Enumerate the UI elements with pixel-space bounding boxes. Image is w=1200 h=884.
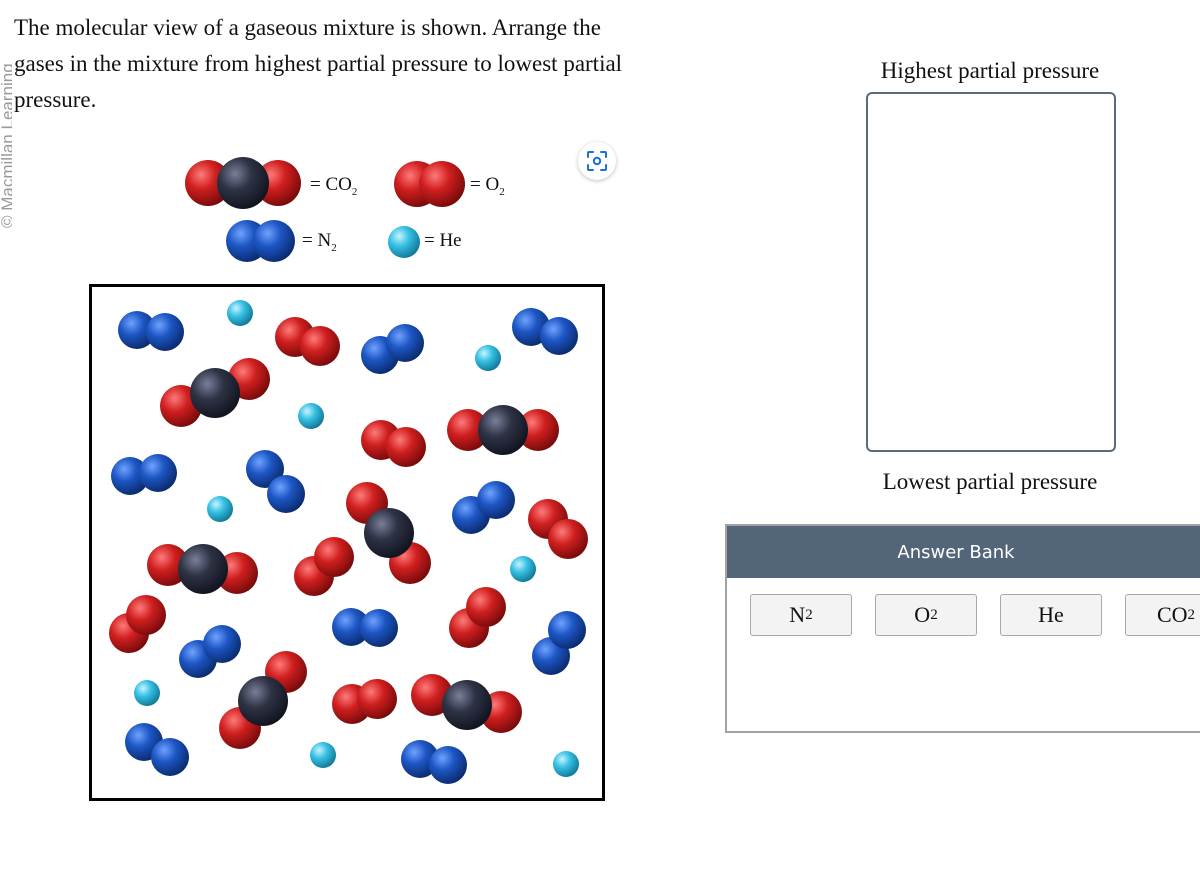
answer-bank-header: Answer Bank [727, 526, 1200, 578]
n2-molecule [118, 311, 184, 351]
he-atom [207, 496, 233, 522]
legend-o2-molecule [394, 161, 465, 207]
o2-molecule [109, 595, 166, 653]
n2-molecule [332, 608, 398, 647]
gas-mixture-molecules [109, 300, 588, 784]
co2-molecule [346, 482, 431, 584]
legend-n2-label: = N2 [302, 230, 337, 254]
focus-mode-button[interactable] [578, 142, 616, 180]
mixture-container [89, 284, 605, 801]
legend-o2-label: = O2 [470, 174, 505, 198]
he-atom [298, 403, 324, 429]
he-atom [134, 680, 160, 706]
n2-molecule [246, 450, 305, 513]
copyright-watermark: © Macmillan Learning [0, 0, 12, 240]
n2-molecule [111, 454, 177, 495]
o2-molecule [275, 317, 340, 366]
tile-text: O [914, 602, 931, 627]
n2-molecule [179, 625, 241, 678]
focus-mode-icon [587, 151, 607, 171]
highest-pressure-label: Highest partial pressure [880, 58, 1100, 83]
o2-molecule [332, 679, 397, 724]
he-atom [310, 742, 336, 768]
lowest-pressure-label: Lowest partial pressure [882, 469, 1098, 494]
o2-molecule [361, 420, 426, 467]
legend-he-label: = He [424, 230, 462, 251]
n2-molecule [532, 611, 586, 675]
co2-molecule [447, 405, 559, 455]
legend-co2-molecule [185, 157, 301, 209]
co2-molecule [147, 544, 258, 594]
answer-tile-he[interactable]: He [1000, 594, 1102, 636]
tile-text: CO [1156, 602, 1188, 627]
he-atom [510, 556, 536, 582]
n2-molecule [512, 308, 578, 355]
ranking-drop-zone[interactable] [866, 92, 1116, 452]
tile-text: He [1038, 602, 1064, 627]
he-atom [227, 300, 253, 326]
o2-molecule [294, 537, 354, 596]
o2-molecule [449, 587, 506, 648]
watermark-text: © Macmillan Learning [0, 63, 12, 228]
co2-molecule [160, 358, 270, 427]
he-atom [475, 345, 501, 371]
legend-he-atom [388, 226, 420, 258]
molecule-legend: = CO2 = O2 = N2 = He [185, 157, 505, 262]
question-text: The molecular view of a gaseous mixture … [14, 15, 623, 112]
n2-molecule [125, 723, 189, 776]
co2-molecule [411, 674, 522, 733]
legend-n2-molecule [226, 220, 295, 262]
n2-molecule [401, 740, 467, 784]
legend-co2-label: = CO2 [310, 174, 357, 198]
n2-molecule [361, 324, 424, 374]
o2-molecule [528, 499, 588, 559]
n2-molecule [452, 481, 515, 534]
co2-molecule [219, 651, 307, 749]
tile-text: N [789, 602, 806, 627]
he-atom [553, 751, 579, 777]
